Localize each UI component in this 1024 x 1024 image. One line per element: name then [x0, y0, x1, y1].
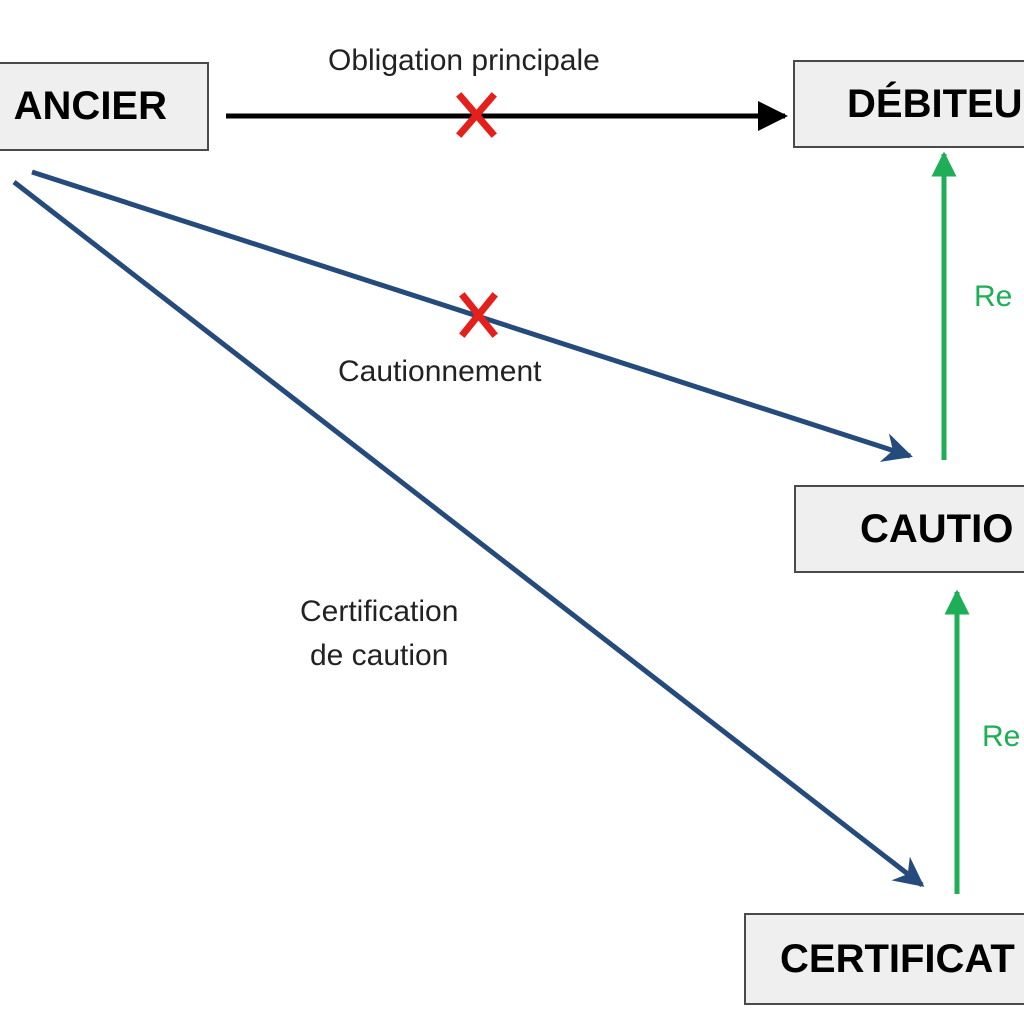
arrow-cautionnement — [31, 169, 913, 462]
node-debiteur-label: DÉBITEU — [847, 81, 1023, 126]
node-creancier: ANCIER — [0, 62, 209, 151]
x-mark-icon — [456, 92, 497, 138]
node-certificateur-label: CERTIFICAT — [780, 936, 1015, 981]
node-caution-label: CAUTIO — [860, 506, 1014, 551]
edge-label-recours-1: Re — [974, 280, 1013, 313]
edge-label-certification-line2: de caution — [309, 639, 449, 672]
arrow-certification — [12, 180, 925, 887]
edge-label-obligation: Obligation principale — [328, 44, 600, 77]
edge-label-cautionnement: Cautionnement — [338, 355, 542, 388]
node-creancier-label: ANCIER — [13, 84, 167, 128]
node-certificateur: CERTIFICAT — [744, 913, 1024, 1005]
x-mark-icon — [459, 292, 498, 338]
edge-label-certification-line1: Certification — [300, 595, 459, 628]
node-debiteur: DÉBITEU — [793, 60, 1024, 148]
edge-label-recours-2: Re — [982, 720, 1021, 753]
node-caution: CAUTIO — [794, 485, 1024, 573]
edge-label-certification: Certification de caution — [300, 590, 458, 678]
